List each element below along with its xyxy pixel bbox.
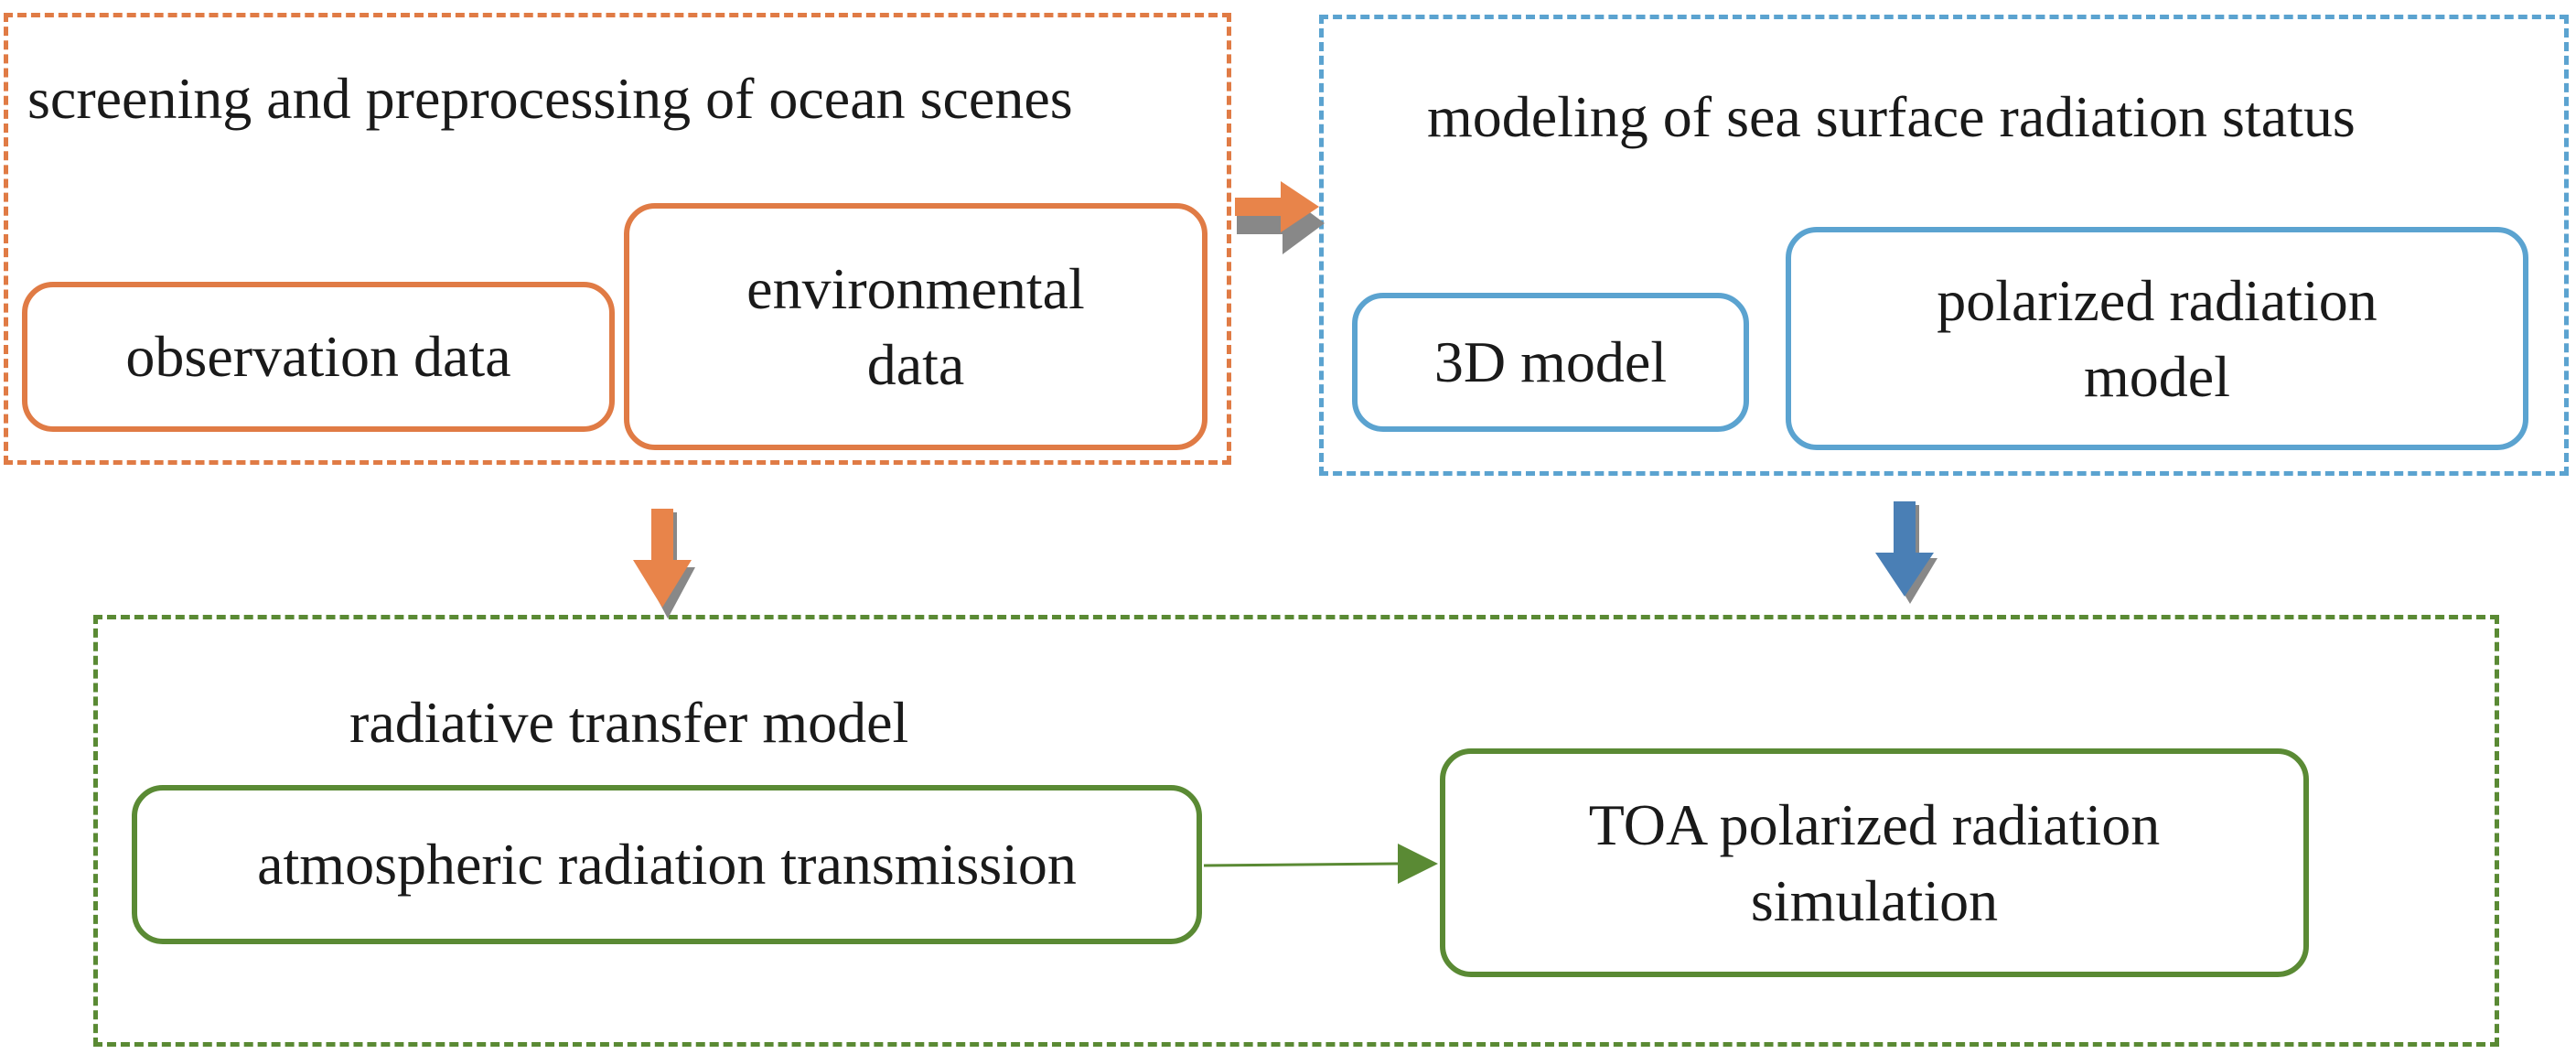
3d-model-box: 3D model: [1352, 293, 1749, 432]
screening-group: [4, 13, 1231, 465]
toa-polarized-radiation-label-line1: TOA polarized radiation: [1588, 791, 2161, 857]
observation-data-label: observation data: [125, 324, 511, 390]
arrow-screening-to-modeling: [1235, 181, 1325, 254]
environmental-data-label-line1: environmental: [746, 255, 1085, 321]
atmospheric-radiation-label: atmospheric radiation transmission: [257, 832, 1077, 898]
polarized-radiation-model-label-line2: model: [2084, 344, 2230, 409]
screening-group-title: screening and preprocessing of ocean sce…: [27, 66, 1073, 131]
3d-model-label: 3D model: [1433, 329, 1668, 395]
radiative-transfer-group: [93, 615, 2499, 1047]
environmental-data-label-line2: data: [866, 332, 965, 397]
arrow-modeling-to-transfer: [1875, 501, 1937, 604]
observation-data-box: observation data: [22, 282, 615, 432]
toa-polarized-radiation-label-line2: simulation: [1750, 868, 1999, 933]
atmospheric-radiation-box: atmospheric radiation transmission: [132, 785, 1202, 944]
environmental-data-box: environmental data: [624, 203, 1208, 450]
modeling-group-title: modeling of sea surface radiation status: [1427, 84, 2356, 149]
toa-polarized-radiation-box: TOA polarized radiation simulation: [1440, 748, 2309, 977]
polarized-radiation-model-box: polarized radiation model: [1786, 227, 2528, 450]
polarized-radiation-model-label-line1: polarized radiation: [1937, 267, 2377, 333]
arrow-screening-to-transfer: [633, 509, 695, 618]
radiative-transfer-group-title: radiative transfer model: [349, 690, 909, 755]
